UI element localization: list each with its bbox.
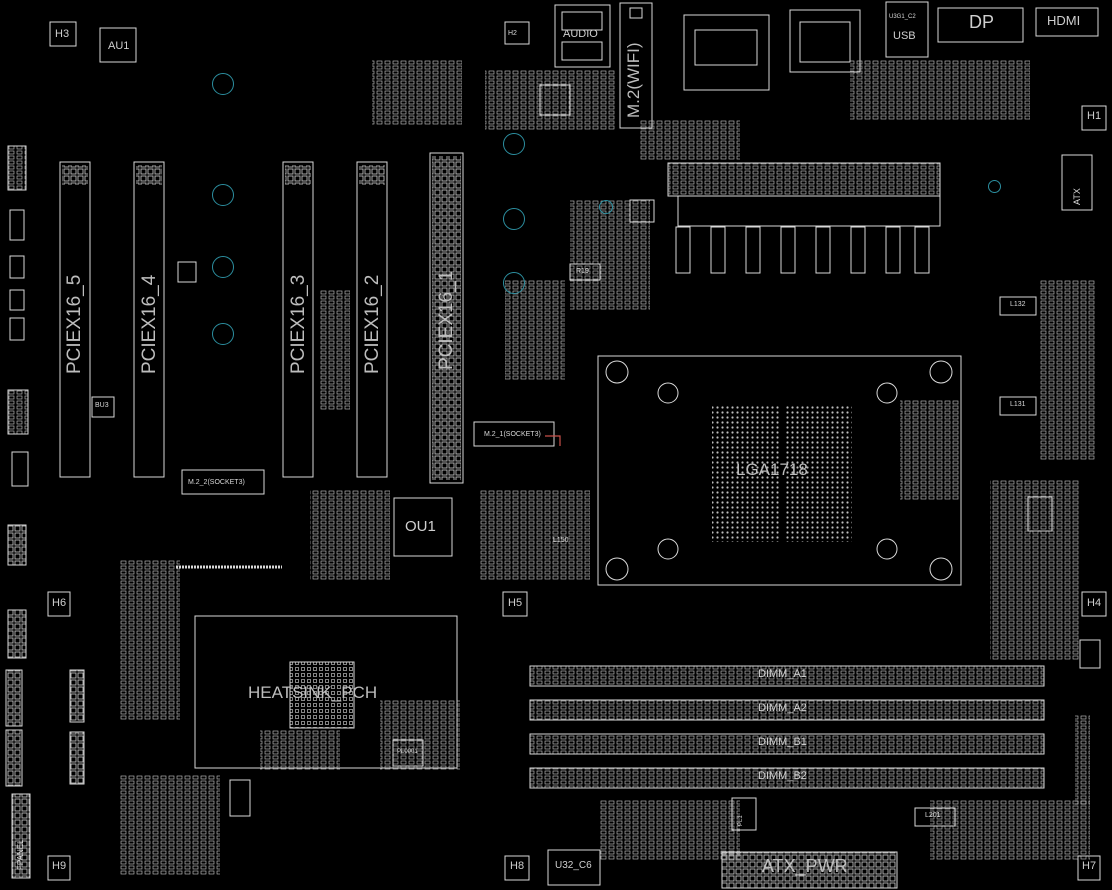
mounting-hole (503, 208, 525, 230)
usb-small-label: U3G1_C2 (889, 14, 916, 20)
mounting-hole (212, 323, 234, 345)
dimm-a1-label: DIMM_A1 (758, 668, 807, 680)
atx-pwr-connector (721, 851, 898, 889)
pciex16-2-label: PCIEX16_2 (362, 274, 383, 374)
mounting-hole (212, 256, 234, 278)
small-ic-right (1079, 639, 1101, 669)
hdmi-connector (1035, 7, 1099, 37)
m2-1-socket (473, 421, 555, 447)
mounting-hole (212, 73, 234, 95)
m2-1-label: M.2_1(SOCKET3) (484, 431, 541, 438)
mounting-hole (599, 200, 613, 214)
dimm-slots (529, 665, 1045, 789)
dimm-a2-label: DIMM_A2 (758, 702, 807, 714)
mounting-hole (503, 133, 525, 155)
pciex16-1-slot (429, 152, 464, 484)
mounting-hole (988, 180, 1001, 193)
m2-wifi-label: M.2(WIFI) (624, 42, 643, 118)
red-trace (545, 435, 561, 446)
smd-clusters (120, 60, 1095, 875)
dimm-b2-label: DIMM_B2 (758, 770, 807, 782)
lan-connector (683, 14, 770, 91)
pciex16-3-label: PCIEX16_3 (288, 274, 309, 374)
pciex16-4-slot (133, 161, 165, 478)
audio-label: AUDIO (563, 28, 598, 40)
r19-label: R19 (576, 268, 589, 275)
h5-label: H5 (508, 597, 523, 609)
atx-pwr-label: ATX_PWR (762, 856, 848, 876)
h8-label: H8 (510, 860, 525, 872)
pciex16-5-label: PCIEX16_5 (64, 274, 85, 374)
pciex16-1-label: PCIEX16_1 (436, 270, 457, 370)
small-ic-top (539, 84, 571, 116)
pl1-label: PL1 (738, 815, 744, 826)
hdmi-label: HDMI (1047, 13, 1081, 28)
small-ic-near-vrm (629, 199, 655, 223)
vrm-top-row (667, 162, 941, 274)
l131-label: L131 (1010, 401, 1026, 408)
l150-label: L150 (553, 537, 569, 544)
au1-label: AU1 (108, 40, 130, 52)
u32-label: U32_C6 (555, 860, 592, 871)
atx-12v-label: ATX (1072, 188, 1082, 205)
usb-connector (885, 1, 929, 58)
usb-stack-connector (789, 9, 861, 73)
bu3-label: BU3 (95, 402, 109, 409)
l131-inductor (999, 396, 1037, 416)
mounting-hole (212, 184, 234, 206)
usb-label: USB (893, 30, 916, 42)
h2-mount-pad (504, 21, 530, 45)
l132-inductor (999, 296, 1037, 316)
ou1-label: OU1 (405, 518, 436, 535)
ou1-chip (393, 497, 453, 557)
mounting-pads (47, 105, 1107, 881)
m2-wifi-slot (619, 2, 653, 129)
h1-label: H1 (1087, 110, 1102, 122)
pl1-chip (731, 797, 757, 831)
h7-label: H7 (1082, 860, 1097, 872)
h3-label: H3 (55, 28, 70, 40)
l132-label: L132 (1010, 301, 1026, 308)
lga1718-socket (597, 355, 962, 586)
l201-inductor (914, 807, 956, 827)
pch-chip (289, 661, 355, 729)
heatsink-label: HEATSINK_PCH (248, 683, 378, 702)
r19-component (569, 263, 601, 281)
pciex16-2-slot (356, 161, 388, 478)
pciex16-5-slot (59, 161, 91, 478)
displayport-connector (937, 7, 1024, 43)
mounting-hole (503, 272, 525, 294)
front-panel-label: FPANEL (16, 839, 25, 870)
pciex16-3-slot (282, 161, 314, 478)
u32-chip (547, 849, 601, 886)
pciex16-4-label: PCIEX16_4 (139, 274, 160, 374)
h4-label: H4 (1087, 597, 1102, 609)
dp-label: DP (969, 12, 995, 32)
au1-chip (99, 27, 137, 63)
h9-label: H9 (52, 860, 67, 872)
l201-label: L201 (925, 812, 941, 819)
atx-12v-connector (1061, 154, 1093, 211)
m2-2-label: M.2_2(SOCKET3) (188, 479, 245, 486)
h6-label: H6 (52, 597, 67, 609)
m2-2-socket (181, 469, 265, 495)
pl0001-label: PL0001 (397, 749, 418, 755)
cpu-socket-label: LGA1718 (736, 460, 808, 479)
h3-mount-pad (49, 21, 77, 47)
dimm-b1-label: DIMM_B1 (758, 736, 807, 748)
small-ic-left (177, 261, 197, 283)
bu3-chip (91, 396, 115, 418)
h2-label: H2 (508, 30, 517, 37)
audio-connector (554, 4, 611, 68)
pu-chip (229, 779, 251, 817)
left-edge-components (5, 145, 85, 879)
